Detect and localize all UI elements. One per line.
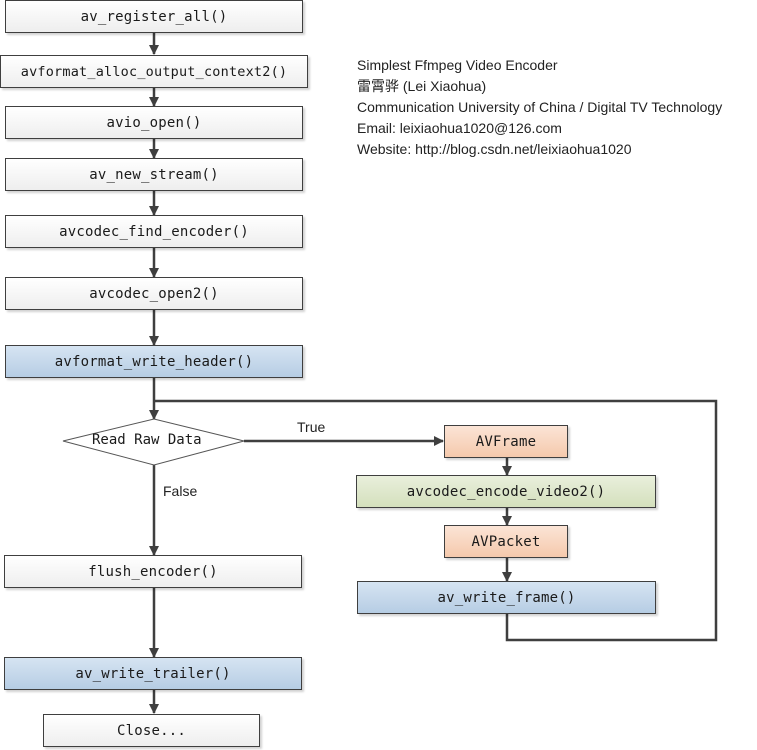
box-avio-open: avio_open() xyxy=(5,106,303,139)
box-close: Close... xyxy=(43,714,260,747)
box-av-register-all: av_register_all() xyxy=(5,0,303,33)
box-avcodec-find-encoder: avcodec_find_encoder() xyxy=(5,215,303,248)
decision-diamond xyxy=(62,418,245,466)
box-av-write-frame: av_write_frame() xyxy=(357,581,656,614)
info-website: Website: http://blog.csdn.net/leixiaohua… xyxy=(357,141,632,157)
box-avframe: AVFrame xyxy=(444,425,568,458)
false-label: False xyxy=(163,483,198,499)
info-title: Simplest Ffmpeg Video Encoder xyxy=(357,57,558,73)
box-avcodec-encode-video2: avcodec_encode_video2() xyxy=(356,475,656,508)
box-avcodec-open2: avcodec_open2() xyxy=(5,277,303,310)
box-av-new-stream: av_new_stream() xyxy=(5,158,303,191)
box-avpacket: AVPacket xyxy=(444,525,568,558)
box-avformat-write-header: avformat_write_header() xyxy=(5,345,303,378)
box-av-write-trailer: av_write_trailer() xyxy=(4,657,302,690)
info-block: Simplest Ffmpeg Video Encoder 雷霄骅 (Lei X… xyxy=(357,55,722,160)
decision-label: Read Raw Data xyxy=(92,432,202,448)
box-avformat-alloc-output-context2: avformat_alloc_output_context2() xyxy=(0,55,308,88)
box-flush-encoder: flush_encoder() xyxy=(4,555,302,588)
info-affiliation: Communication University of China / Digi… xyxy=(357,99,723,115)
true-label: True xyxy=(297,419,326,435)
info-author: 雷霄骅 (Lei Xiaohua) xyxy=(357,78,487,94)
info-email: Email: leixiaohua1020@126.com xyxy=(357,120,562,136)
loop-back-line xyxy=(154,399,718,642)
